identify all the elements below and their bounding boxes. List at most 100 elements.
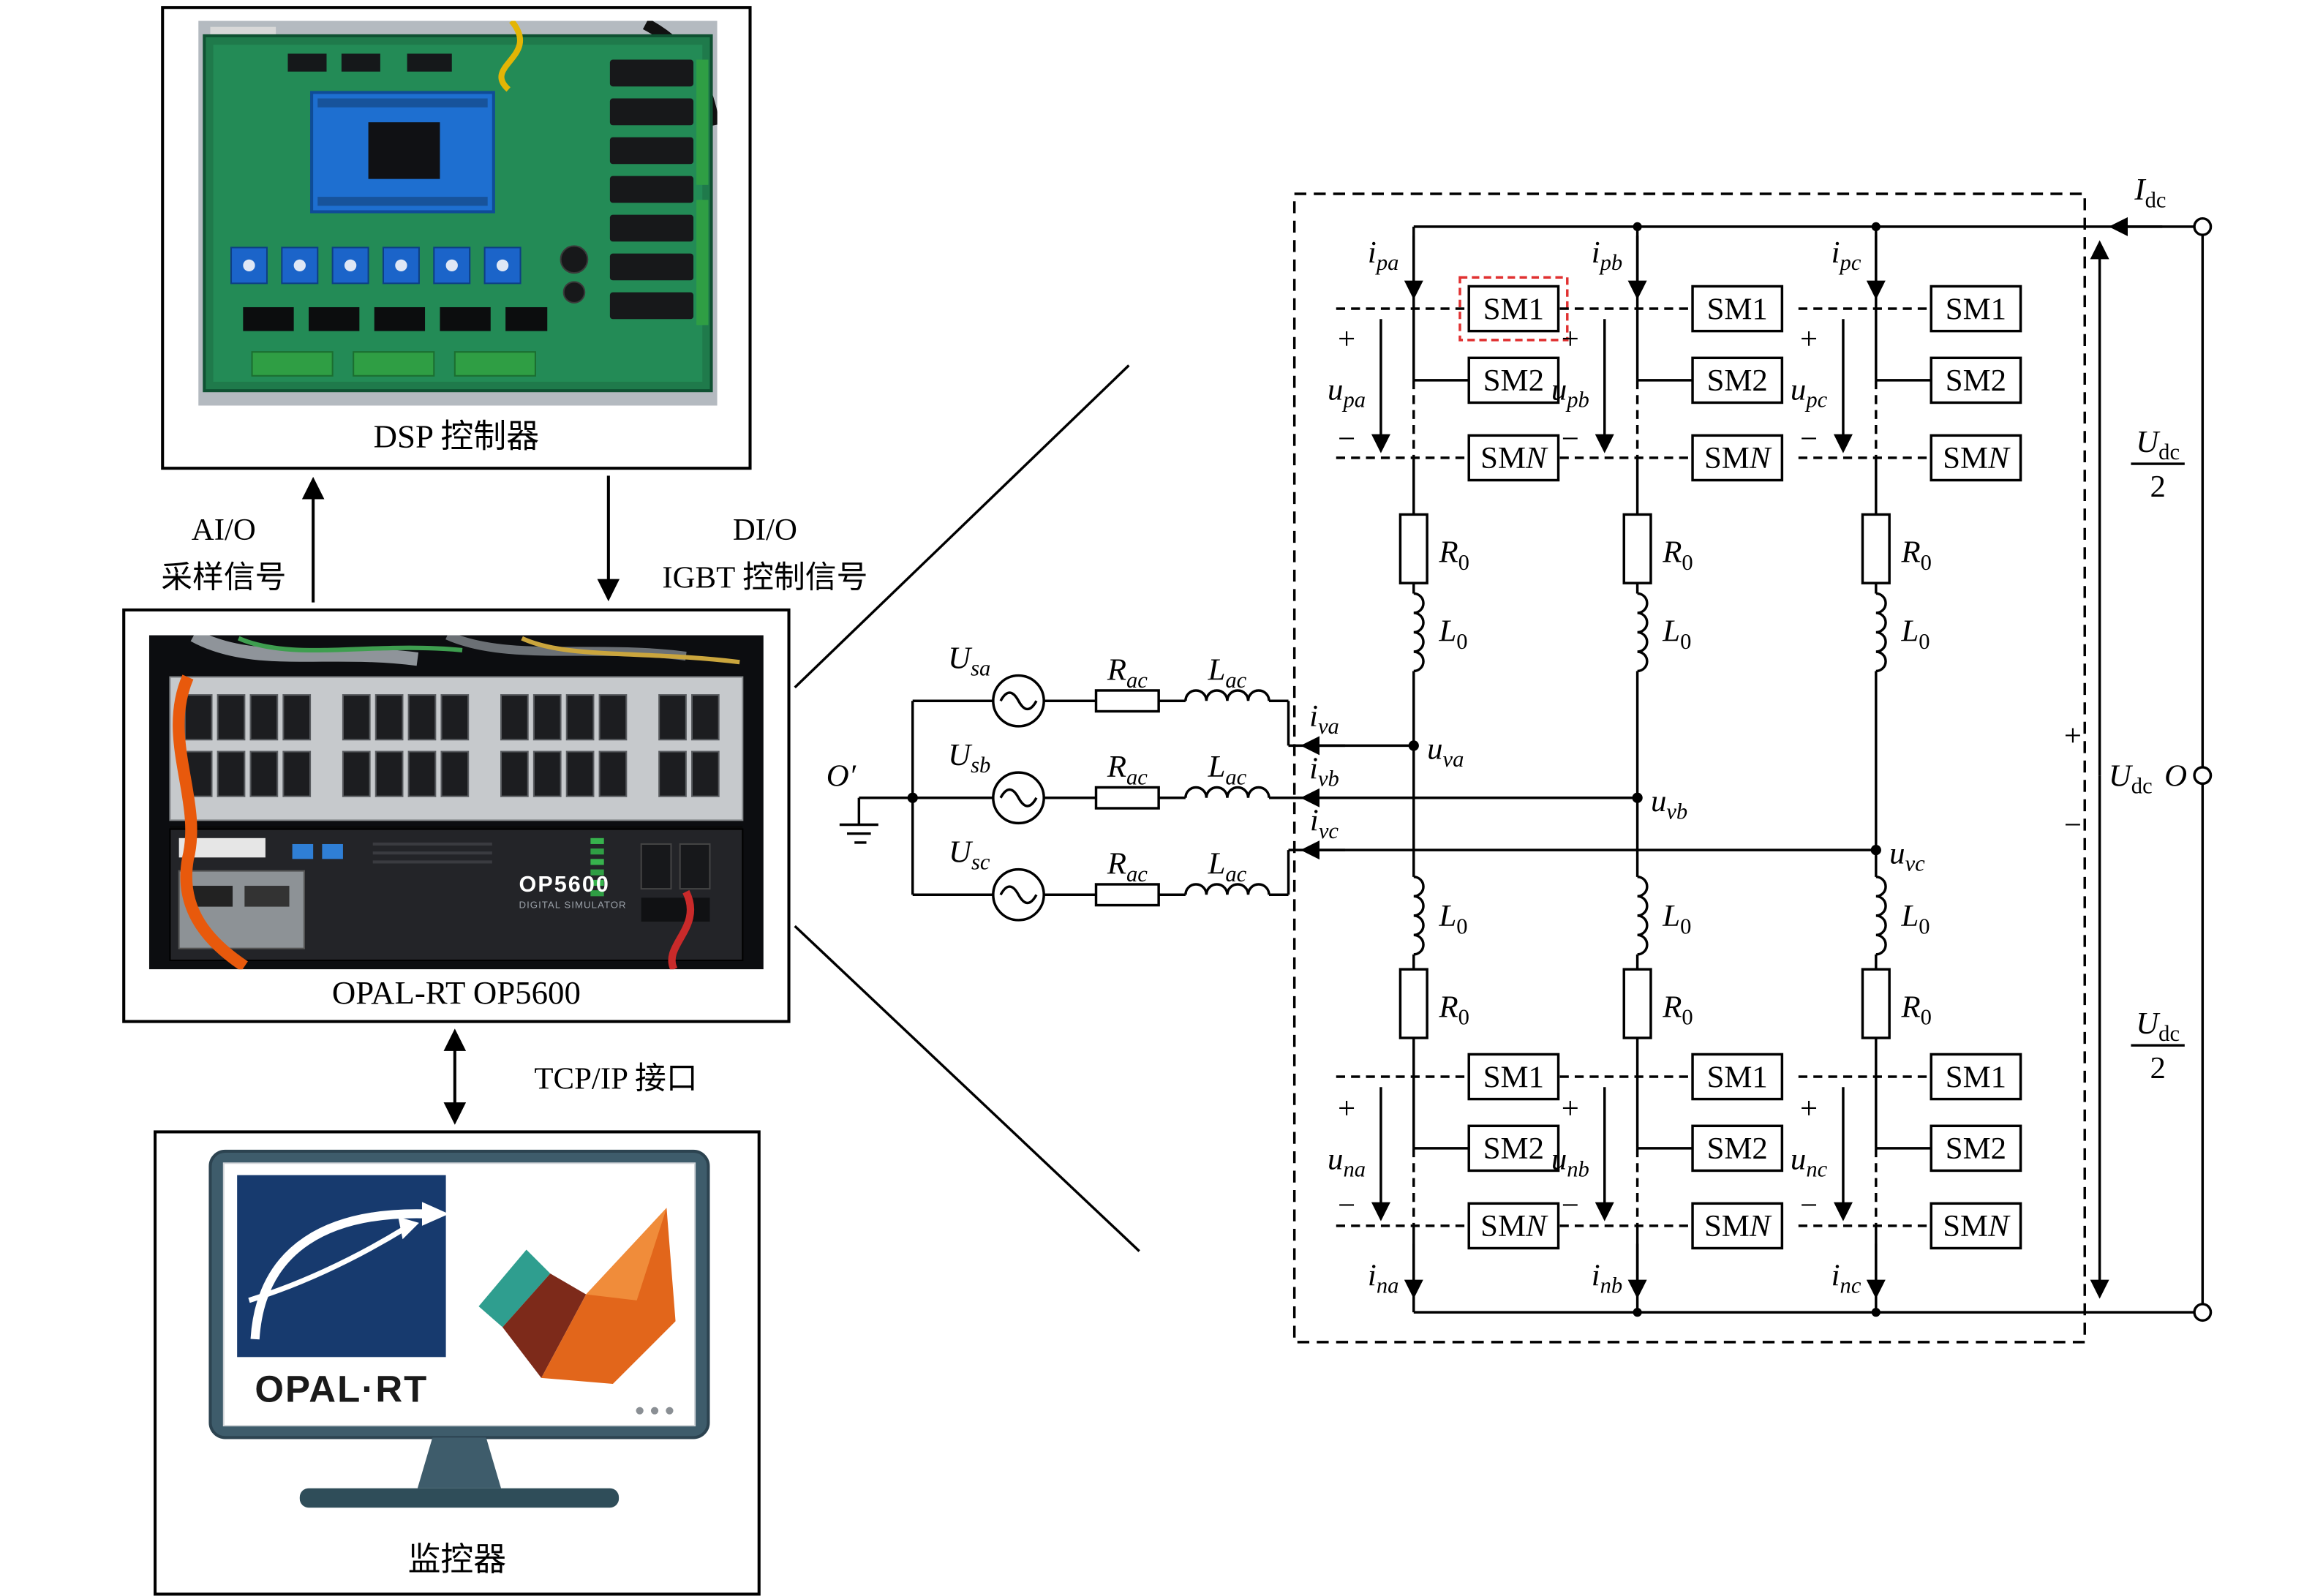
relay-column bbox=[609, 59, 709, 325]
lower-current-label: ina bbox=[1368, 1258, 1398, 1298]
wire bbox=[1635, 226, 1693, 877]
origin-label: O′ bbox=[827, 759, 857, 793]
sm1-label: SM1 bbox=[1707, 292, 1768, 326]
fraction-denominator: 2 bbox=[2150, 470, 2165, 504]
plus-sign: + bbox=[1338, 1091, 1355, 1126]
aio-label: AI/O 采样信号 bbox=[131, 507, 316, 601]
sm2-box bbox=[1691, 356, 1784, 404]
plus-sign: + bbox=[1338, 322, 1355, 356]
sm2-box bbox=[1930, 1124, 2022, 1172]
sine-icon bbox=[999, 788, 1038, 808]
monitor-stand bbox=[417, 1437, 502, 1488]
minus-sign: − bbox=[1338, 1189, 1355, 1223]
lac-coil bbox=[1184, 883, 1270, 895]
smn-label: SMN bbox=[1480, 441, 1548, 475]
rack-model-text: OP5600 bbox=[519, 872, 610, 897]
l0-coil bbox=[1875, 876, 1887, 956]
sm1-box bbox=[1691, 285, 1784, 333]
dc-rails bbox=[1413, 225, 2194, 1314]
r0-label: R0 bbox=[1900, 990, 1931, 1029]
lac-coil bbox=[1184, 689, 1270, 701]
opal-rack-photo: OP5600 DIGITAL SIMULATOR bbox=[148, 635, 764, 970]
ac-phase-a: Usa Rac Lac iva uva bbox=[912, 641, 1464, 772]
opal-rt-box: OP5600 DIGITAL SIMULATOR OPAL-RT OP5600 bbox=[122, 608, 791, 1023]
dsp-caption: DSP 控制器 bbox=[373, 417, 540, 455]
r0-box bbox=[1398, 513, 1428, 584]
r0-label: R0 bbox=[1900, 535, 1931, 575]
sm2-box bbox=[1930, 356, 2022, 404]
phase-b-lower-arm: L0 R0 SM1 SM2 SMN + unb − inb bbox=[1551, 876, 1784, 1313]
sm2-box bbox=[1467, 1124, 1560, 1172]
r0-label: R0 bbox=[1438, 990, 1469, 1029]
lower-current-label: inb bbox=[1592, 1258, 1622, 1298]
smn-label: SMN bbox=[1480, 1209, 1548, 1243]
wire bbox=[1635, 954, 1693, 1313]
dio-line2: IGBT 控制信号 bbox=[662, 558, 868, 595]
red-cable bbox=[668, 889, 695, 970]
line-current-label: iva bbox=[1309, 699, 1339, 739]
node-dot bbox=[1408, 740, 1419, 751]
source-label: Usb bbox=[948, 738, 990, 778]
lower-voltage-label: unb bbox=[1551, 1142, 1589, 1181]
sm2-label: SM2 bbox=[1946, 1132, 2006, 1166]
orange-cable bbox=[173, 674, 248, 970]
rac-label: Rac bbox=[1107, 847, 1148, 887]
source-label: Usc bbox=[949, 835, 990, 874]
rac-box bbox=[1094, 689, 1160, 713]
sm2-label: SM2 bbox=[1707, 1132, 1768, 1166]
l0-coil bbox=[1637, 876, 1649, 956]
r0-box bbox=[1861, 968, 1891, 1039]
ac-phase-b: Usb Rac Lac ivb uvb bbox=[912, 738, 1687, 825]
upper-voltage-label: upc bbox=[1791, 372, 1828, 412]
ic-row bbox=[243, 245, 589, 331]
wire-dashed bbox=[1798, 307, 1932, 459]
sm2-label: SM2 bbox=[1483, 364, 1544, 398]
sm2-box bbox=[1691, 1124, 1784, 1172]
upper-current-label: ipa bbox=[1368, 236, 1398, 275]
smn-box bbox=[1467, 434, 1560, 482]
r0-label: R0 bbox=[1662, 990, 1693, 1029]
opal-caption: OPAL-RT OP5600 bbox=[331, 974, 581, 1012]
upper-current-label: ipb bbox=[1592, 236, 1622, 275]
junction-dot bbox=[1871, 1308, 1881, 1317]
sm1-label: SM1 bbox=[1483, 292, 1544, 326]
upper-current-label: ipc bbox=[1831, 236, 1861, 275]
l0-coil bbox=[1413, 876, 1425, 956]
connector-lines bbox=[794, 364, 1140, 1252]
matlab-logo bbox=[478, 1208, 676, 1385]
l0-label: L0 bbox=[1438, 614, 1467, 654]
lac-label: Lac bbox=[1208, 653, 1247, 693]
junction-dot bbox=[1633, 1308, 1642, 1317]
l0-label: L0 bbox=[1900, 614, 1930, 654]
r0-label: R0 bbox=[1438, 535, 1469, 575]
r0-label: R0 bbox=[1662, 535, 1693, 575]
lac-coil bbox=[1184, 786, 1270, 798]
monitor-caption: 监控器 bbox=[407, 1540, 507, 1578]
rac-box bbox=[1094, 883, 1160, 907]
wire bbox=[1875, 954, 1932, 1313]
dc-terminal-bottom bbox=[2193, 1303, 2213, 1322]
smn-label: SMN bbox=[1943, 441, 2011, 475]
sm1-label: SM1 bbox=[1946, 1060, 2006, 1094]
udc-label: Udc bbox=[2109, 759, 2153, 798]
phase-a-lower-arm: L0 R0 SM1 SM2 SMN + una − ina bbox=[1328, 876, 1560, 1313]
node-dot bbox=[1632, 792, 1643, 803]
lac-label: Lac bbox=[1208, 847, 1247, 887]
rac-label: Rac bbox=[1107, 750, 1148, 789]
r0-box bbox=[1398, 968, 1428, 1039]
minus-sign: − bbox=[2064, 808, 2082, 843]
dsp-board-photo bbox=[198, 20, 718, 406]
tcp-label: TCP/IP 接口 bbox=[534, 1060, 698, 1096]
monitor-base bbox=[299, 1488, 620, 1508]
wire bbox=[1412, 954, 1469, 1313]
node-label: uvc bbox=[1889, 836, 1925, 876]
minus-sign: − bbox=[1562, 1189, 1579, 1223]
ac-source-symbol bbox=[992, 674, 1045, 728]
monitor-graphic: OPAL·RT bbox=[208, 1149, 710, 1508]
fraction-denominator: 2 bbox=[2150, 1051, 2165, 1085]
l0-coil bbox=[1637, 592, 1649, 673]
sm2-box bbox=[1467, 356, 1560, 404]
node-label: uva bbox=[1427, 732, 1464, 772]
wire-dashed bbox=[1559, 307, 1693, 459]
dc-terminal-top bbox=[2193, 217, 2213, 236]
